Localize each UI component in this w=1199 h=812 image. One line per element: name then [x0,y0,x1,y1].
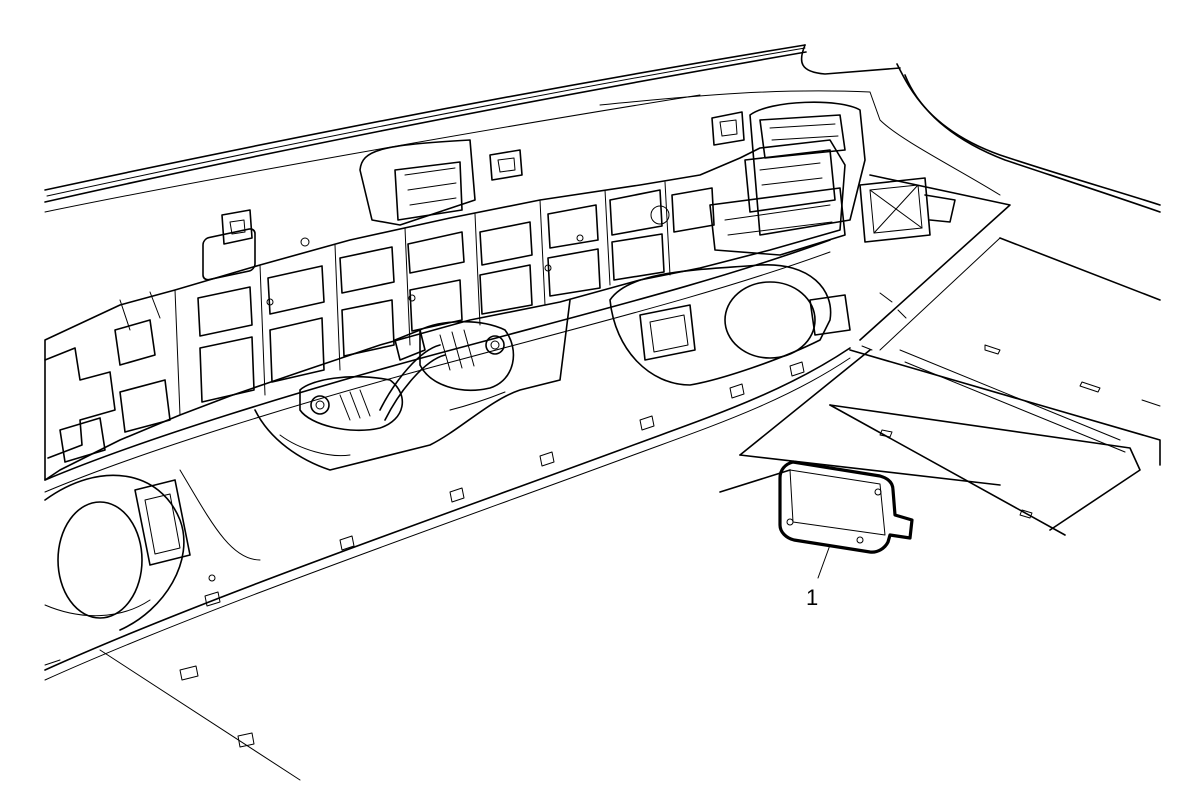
trunk-opening-outline [44,44,1161,213]
callout-number: 1 [806,585,818,610]
trunk-floor-trim-panels [719,174,1161,536]
callout-leader-line [817,544,831,579]
right-speaker-opening [609,264,851,386]
callout-1: 1 [806,544,831,610]
lower-closeout-panel [44,347,851,781]
right-side-latch-mechanism [859,177,956,243]
left-speaker-opening [44,469,261,631]
module-component [778,460,914,554]
center-latch-actuators [254,299,571,471]
rear-panel-reinforcement [44,139,846,493]
upper-mounting-brackets [221,101,866,256]
